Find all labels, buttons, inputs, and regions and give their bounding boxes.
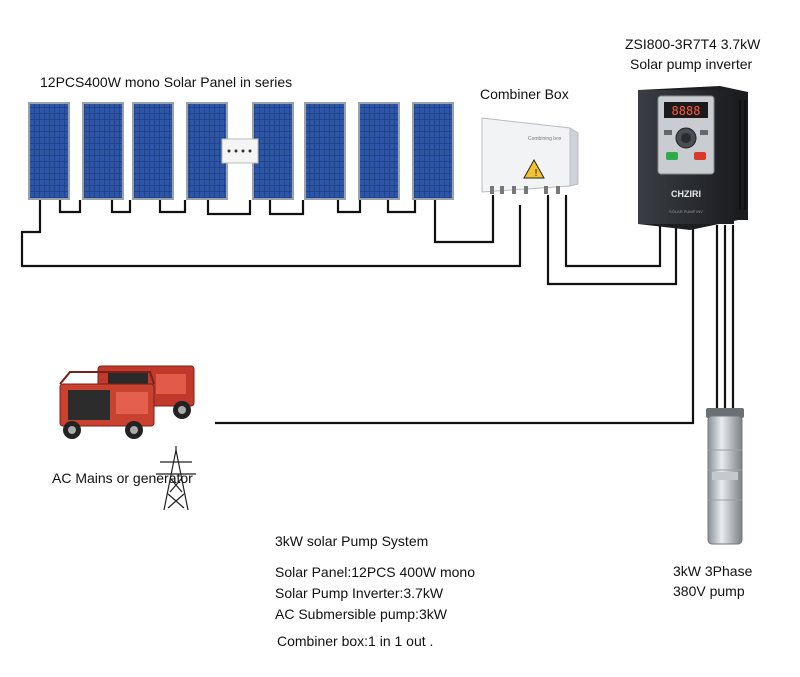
solar-panel <box>132 102 174 200</box>
svg-text:Combining box: Combining box <box>528 136 562 142</box>
svg-text:8888: 8888 <box>672 104 701 118</box>
generator-icon <box>59 365 195 439</box>
solar-panel <box>82 102 124 200</box>
spec-solar-panel: Solar Panel:12PCS 400W mono <box>275 564 475 580</box>
svg-text:CHZIRI: CHZIRI <box>671 189 701 199</box>
solar-panel <box>304 102 346 200</box>
combiner-box: ! Combining box <box>481 117 579 194</box>
solar-panels-label: 12PCS400W mono Solar Panel in series <box>40 74 293 90</box>
panel-junction-box <box>221 138 259 164</box>
combiner-box-label: Combiner Box <box>480 86 569 102</box>
system-title: 3kW solar Pump System <box>275 533 429 549</box>
ac-source-label: AC Mains or generator <box>52 470 193 486</box>
solar-panel <box>186 102 228 200</box>
solar-panel <box>28 102 70 200</box>
inverter-model-label: ZSI800-3R7T4 3.7kW <box>625 36 761 52</box>
pump-voltage-label: 380V pump <box>673 583 745 599</box>
solar-pump-inverter: 8888 CHZIRI SOLAR PUMP INV <box>638 86 748 230</box>
stop-button-icon <box>694 152 706 160</box>
spec-combiner: Combiner box:1 in 1 out . <box>277 633 434 649</box>
spec-inverter: Solar Pump Inverter:3.7kW <box>275 585 444 601</box>
wiring <box>20 195 735 425</box>
inverter-display <box>664 102 708 118</box>
pump-power-label: 3kW 3Phase <box>673 563 753 579</box>
run-button-icon <box>666 152 678 160</box>
inverter-type-label: Solar pump inverter <box>630 56 753 72</box>
solar-panel <box>252 102 294 200</box>
solar-panel <box>358 102 400 200</box>
solar-panel-array <box>28 102 454 200</box>
warning-icon <box>523 158 545 179</box>
svg-text:!: ! <box>535 168 538 179</box>
submersible-pump <box>706 408 744 545</box>
svg-text:SOLAR PUMP INV: SOLAR PUMP INV <box>669 209 703 214</box>
power-tower-icon <box>156 446 196 511</box>
spec-pump: AC Submersible pump:3kW <box>275 606 447 622</box>
solar-panel <box>412 102 454 200</box>
